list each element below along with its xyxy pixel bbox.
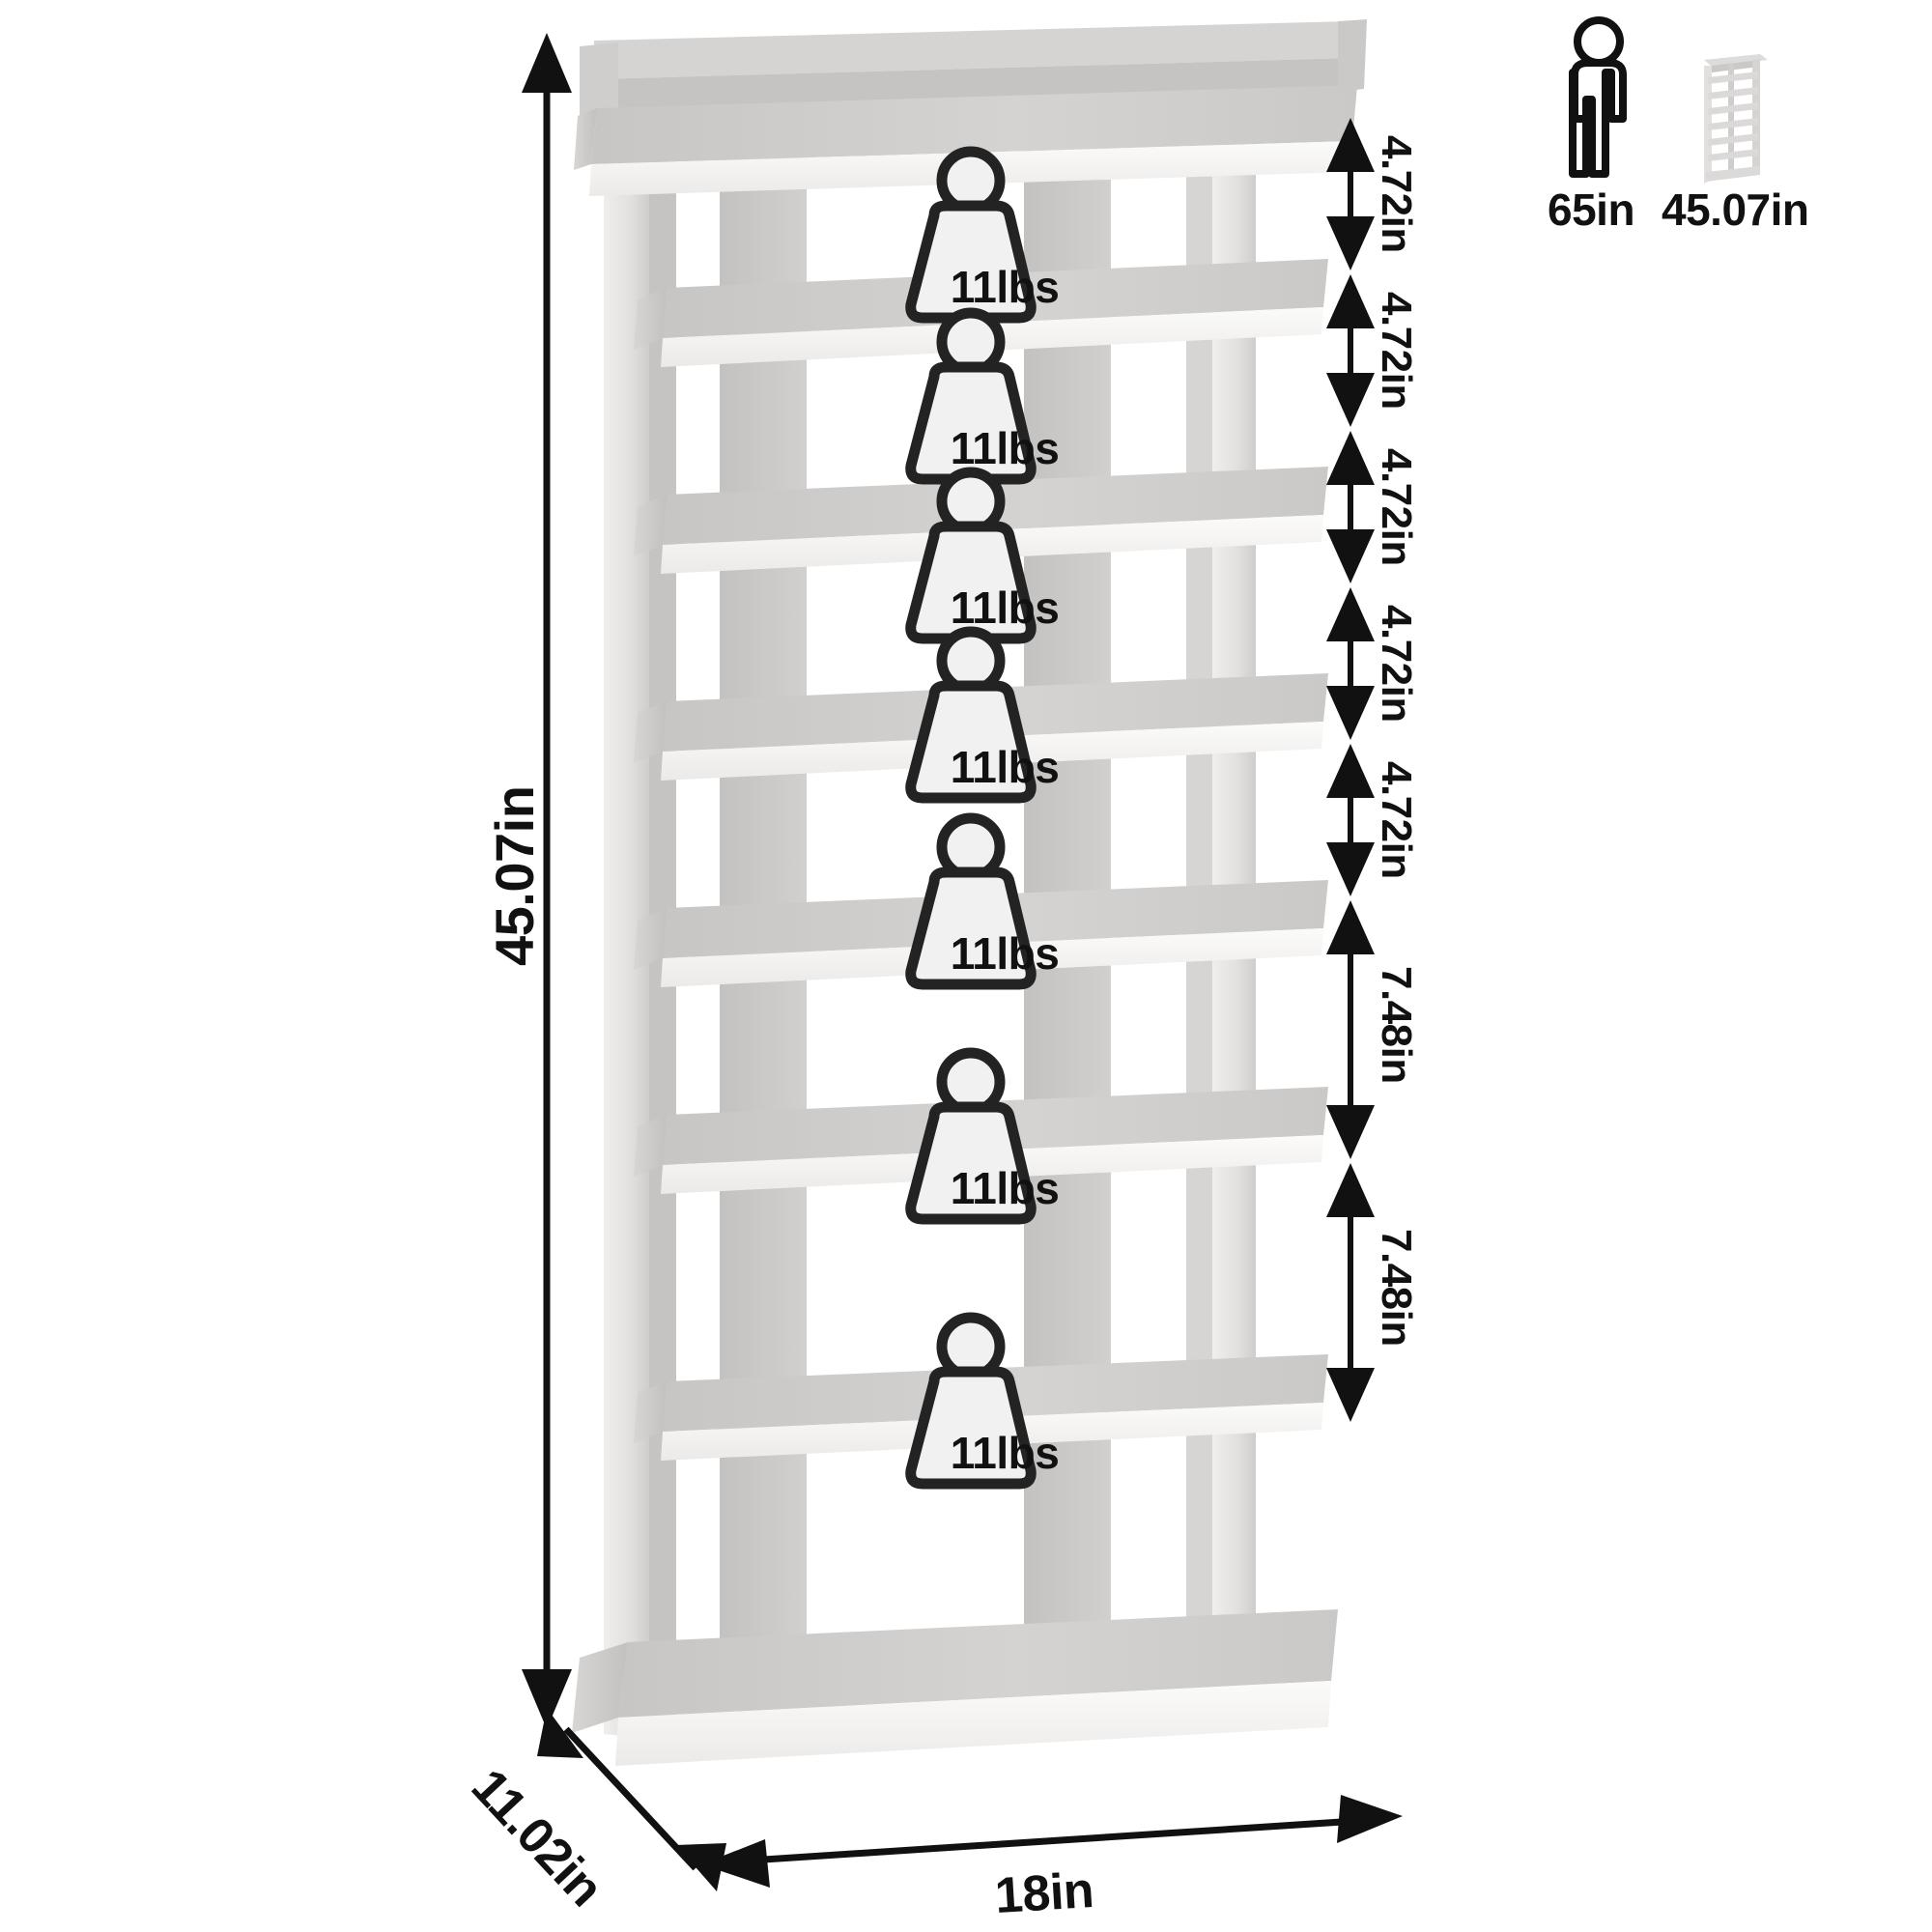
weight-badge-label: 11lbs (950, 262, 1060, 312)
scale-legend: 65in 45.07in (1546, 10, 1913, 235)
segment-dimension-label: 4.72in (1373, 292, 1420, 410)
segment-dimension-label: 4.72in (1373, 135, 1420, 253)
weight-badge-label: 11lbs (950, 742, 1060, 792)
segment-dimension-label: 4.72in (1373, 605, 1420, 723)
weight-badge-group (905, 146, 1037, 1490)
segment-dimension-arrows (1326, 118, 1375, 1422)
product-height-label: 45.07in (1662, 185, 1809, 235)
width-dimension-arrow (701, 1795, 1403, 1888)
top-shelf-with-rail (574, 19, 1367, 196)
overall-height-label: 45.07in (484, 785, 545, 966)
height-dimension-arrow (522, 33, 572, 1729)
weight-badge (905, 307, 1037, 485)
weight-badge (905, 812, 1037, 990)
weight-badge-label: 11lbs (950, 1428, 1060, 1478)
weight-badge-label: 11lbs (950, 582, 1060, 633)
person-icon (1569, 16, 1627, 178)
segment-dimension-label: 7.48in (1373, 1229, 1420, 1347)
depth-dimension-arrow (537, 1708, 726, 1891)
weight-badge-label: 11lbs (950, 1163, 1060, 1213)
person-height-label: 65in (1548, 185, 1635, 235)
weight-badge (905, 1312, 1037, 1490)
segment-dimension-label: 4.72in (1373, 448, 1420, 566)
base-shelf (572, 1609, 1338, 1766)
overall-width-label: 18in (993, 1861, 1095, 1925)
weight-badge (905, 1047, 1037, 1225)
weight-badge (905, 146, 1037, 324)
weight-badge (905, 626, 1037, 804)
segment-dimension-label: 7.48in (1373, 966, 1420, 1084)
segment-dimension-label: 4.72in (1373, 761, 1420, 879)
weight-badge (905, 467, 1037, 644)
weight-badge-label: 11lbs (950, 928, 1060, 979)
shelf-icon (1704, 54, 1768, 184)
weight-badge-label: 11lbs (950, 423, 1060, 473)
